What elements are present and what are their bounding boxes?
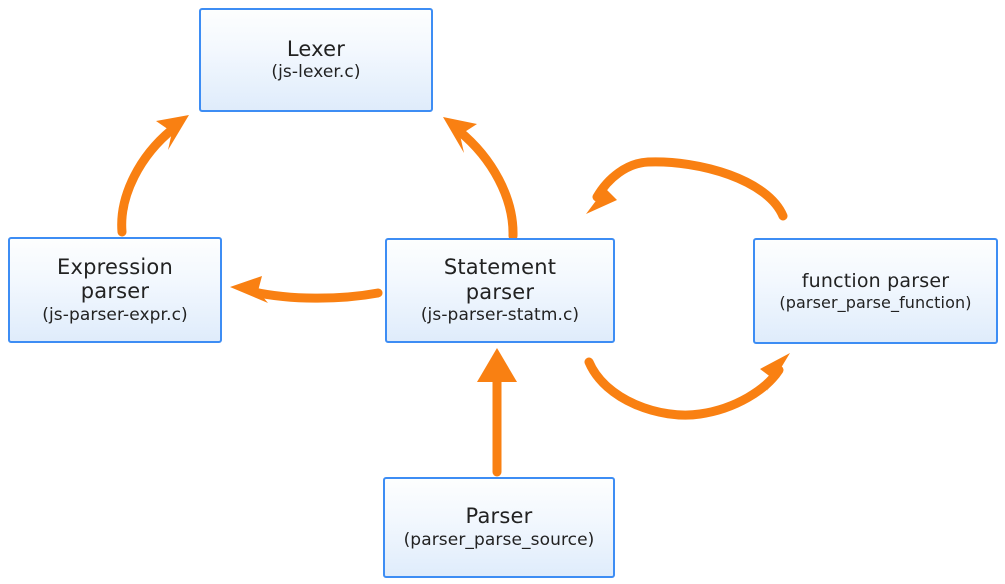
- node-lexer-title: Lexer: [286, 36, 346, 61]
- node-statement-parser-subtitle: (js-parser-statm.c): [420, 305, 580, 325]
- node-expression-parser-subtitle: (js-parser-expr.c): [42, 304, 188, 325]
- edge-expression-to-lexer: [117, 115, 189, 237]
- node-parser-title: Parser: [465, 504, 533, 529]
- node-expression-parser-title-line1: Expression: [57, 254, 173, 279]
- node-expression-parser-title-line2: parser: [80, 279, 150, 304]
- edge-parser-to-statement: [477, 348, 517, 477]
- edge-statement-to-expression: [230, 276, 383, 303]
- node-expression-parser[interactable]: Expression parser (js-parser-expr.c): [8, 237, 222, 343]
- node-parser[interactable]: Parser (parser_parse_source): [383, 477, 615, 578]
- node-function-parser-title: function parser: [801, 269, 950, 292]
- node-function-parser[interactable]: function parser (parser_parse_function): [753, 238, 998, 344]
- node-statement-parser-title-line1: Statement: [443, 255, 557, 280]
- node-statement-parser[interactable]: Statement parser (js-parser-statm.c): [385, 238, 615, 343]
- node-parser-subtitle: (parser_parse_source): [403, 529, 595, 550]
- node-lexer[interactable]: Lexer (js-lexer.c): [199, 8, 433, 112]
- node-lexer-subtitle: (js-lexer.c): [271, 62, 361, 83]
- node-function-parser-subtitle: (parser_parse_function): [779, 292, 972, 312]
- node-statement-parser-title-line2: parser: [465, 279, 535, 304]
- edge-function-to-statement: [586, 157, 788, 221]
- edge-statement-to-function: [584, 353, 790, 420]
- edge-statement-to-lexer: [443, 117, 518, 241]
